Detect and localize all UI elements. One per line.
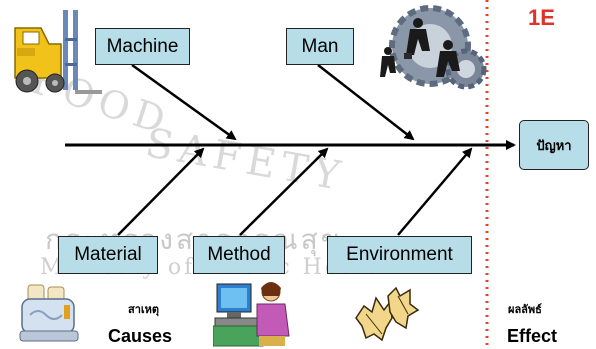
effect-thai-label: ผลลัพธ์ [508, 304, 542, 316]
leaves-icon [355, 286, 420, 342]
cause-box-environment: Environment [327, 236, 472, 274]
causes-thai-label: สาเหตุ [128, 304, 160, 316]
computer-user-icon [213, 282, 290, 347]
cause-box-man: Man [286, 28, 354, 65]
effect-label: Effect [507, 326, 558, 346]
method-bone [239, 147, 329, 236]
slide-label: 1E [528, 5, 555, 30]
forklift-icon [14, 10, 102, 94]
causes-label: Causes [108, 326, 173, 346]
toaster-icon [19, 284, 79, 342]
cause-box-material: Material [58, 236, 158, 274]
business-people-gears-icon [380, 5, 487, 90]
cause-box-method: Method [193, 236, 285, 274]
effect-box: ปัญหา [519, 120, 589, 170]
environment-bone [397, 147, 473, 236]
cause-box-machine: Machine [95, 28, 190, 65]
man-bone [317, 64, 415, 141]
machine-bone [131, 63, 237, 141]
material-bone [117, 147, 205, 236]
